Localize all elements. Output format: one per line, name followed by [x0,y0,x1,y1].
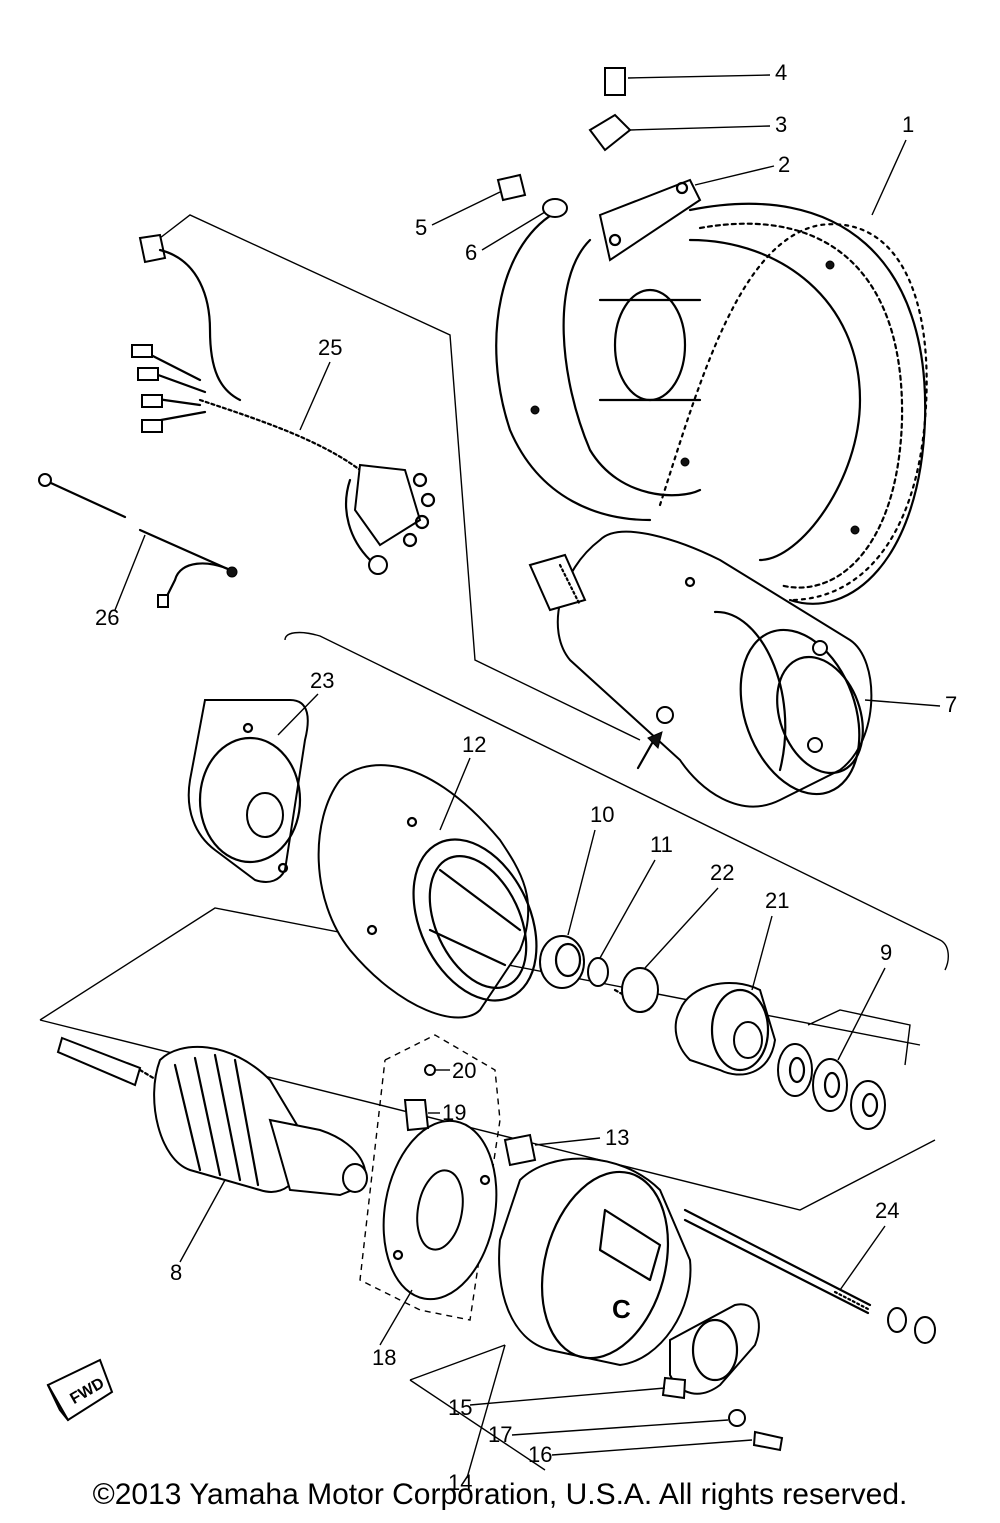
callout-22: 22 [710,860,734,885]
fasteners: 15 17 16 [448,1376,784,1467]
drive-small-parts: 10 11 22 [539,802,734,1013]
callout-18: 18 [372,1345,396,1370]
callout-8: 8 [170,1260,182,1285]
fwd-arrow-icon: FWD [46,1358,114,1422]
front-cover: 23 [187,668,334,883]
callout-21: 21 [765,888,789,913]
starter-motor-assembly: 7 [528,530,957,808]
yoke: 12 [317,732,538,1019]
assembly-outline [39,214,949,1471]
rear-cover: C 14 [448,1157,760,1495]
callout-10: 10 [590,802,614,827]
brush-holder: 20 19 18 [372,1058,498,1370]
callout-13: 13 [605,1125,629,1150]
callout-6: 6 [465,240,477,265]
lead-wires: 26 [38,473,238,630]
callout-16: 16 [528,1442,552,1467]
armature: 8 [56,1036,368,1285]
copyright-notice: ©2013 Yamaha Motor Corporation, U.S.A. A… [92,1478,908,1511]
callout-5: 5 [415,215,427,240]
callout-20: 20 [452,1058,476,1083]
through-bolt: 24 [683,1198,936,1344]
flywheel-ring-gear: 1 [495,112,928,605]
bracket-assembly: 2 3 4 5 6 [415,60,790,265]
callout-4: 4 [775,60,787,85]
callout-9: 9 [880,940,892,965]
ring-gear-teeth [658,223,928,602]
callout-11: 11 [650,832,673,857]
callout-17: 17 [488,1422,512,1447]
cover-c-mark: C [612,1294,631,1324]
callout-12: 12 [462,732,486,757]
callout-23: 23 [310,668,334,693]
callout-19: 19 [442,1100,466,1125]
wire-harness: 25 [131,233,436,575]
callout-1: 1 [902,112,914,137]
callout-25: 25 [318,335,342,360]
callout-3: 3 [775,112,787,137]
callout-7: 7 [945,692,957,717]
callout-2: 2 [778,152,790,177]
washer-set: 9 [777,940,911,1130]
callout-24: 24 [875,1198,899,1223]
brush: 13 [503,1125,629,1167]
callout-15: 15 [448,1395,472,1420]
overrunning-clutch: 21 [674,888,789,1076]
